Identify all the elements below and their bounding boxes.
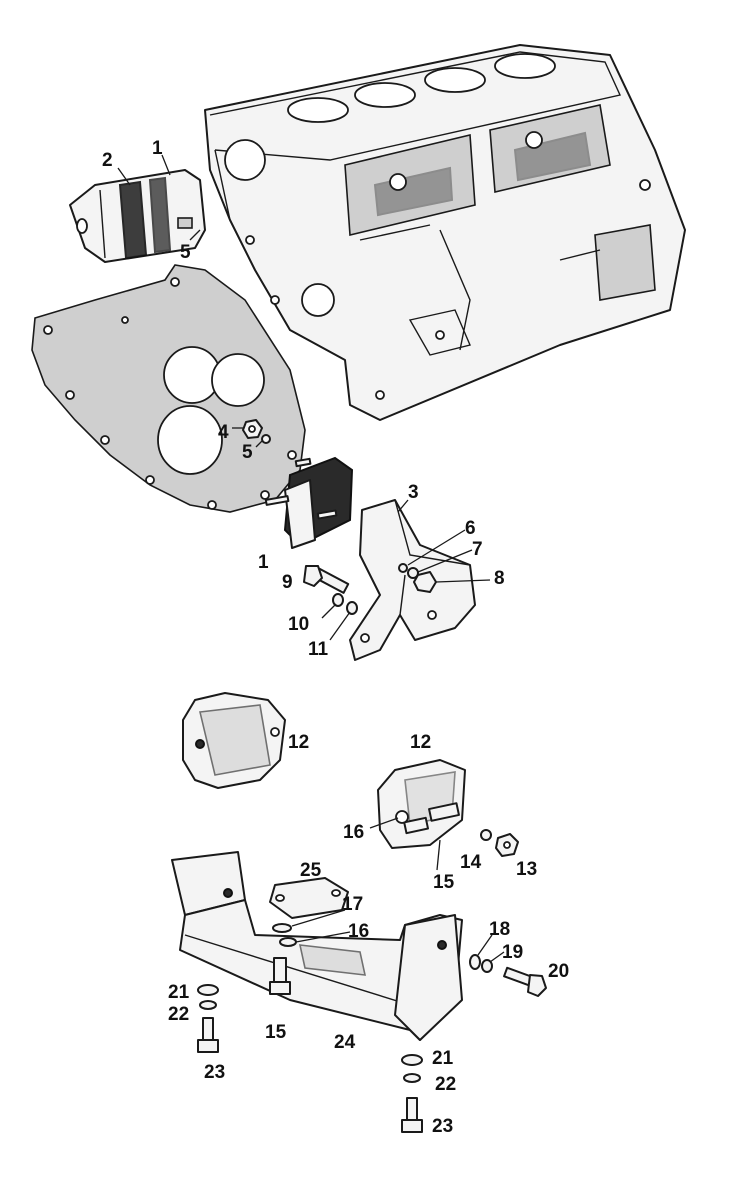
callout-14: 14 [460,852,482,873]
callout-6: 6 [465,518,476,539]
callout-11: 11 [308,639,329,660]
callout-21a: 21 [168,982,190,1003]
callout-2: 2 [102,150,113,171]
engine-front-plate [31,264,306,513]
callout-13: 13 [516,859,537,880]
callout-25: 25 [300,860,322,881]
callout-5b: 5 [242,442,253,463]
side-fixings [469,954,547,997]
callout-1b: 1 [258,552,269,573]
callout-15a: 15 [433,872,455,893]
callout-23a: 23 [204,1062,225,1083]
callout-23b: 23 [432,1116,453,1137]
engine-block [204,44,686,421]
callout-16a: 16 [343,822,364,843]
rubber-mount-plate [182,692,286,789]
nut-and-washer [242,419,271,444]
rubber-mounting [377,759,519,857]
callout-22b: 22 [435,1074,456,1095]
callout-10: 10 [288,614,309,635]
callout-20: 20 [548,961,569,982]
right-fixings [401,1054,423,1133]
front-mounting-rubber [69,169,206,263]
callout-15b: 15 [265,1022,287,1043]
callout-22a: 22 [168,1004,189,1025]
mounting-bracket [303,499,476,661]
callout-labels: 1 2 5 4 5 3 6 7 8 1 9 10 11 12 12 16 14 … [102,138,569,1137]
callout-24: 24 [334,1032,356,1053]
callout-19: 19 [502,942,523,963]
leader-lines [117,154,505,963]
left-fixings [197,984,219,1053]
callout-8: 8 [494,568,505,589]
callout-16b: 16 [348,921,369,942]
callout-21b: 21 [432,1048,454,1069]
callout-5a: 5 [180,242,191,263]
callout-12a: 12 [288,732,309,753]
crossmember [171,851,463,1041]
callout-3: 3 [408,482,419,503]
callout-1a: 1 [152,138,163,159]
mounting-block [264,456,354,549]
callout-7: 7 [472,539,483,560]
callout-18: 18 [489,919,510,940]
callout-17: 17 [342,894,363,915]
callout-12b: 12 [410,732,431,753]
callout-9: 9 [282,572,293,593]
callout-4: 4 [218,422,229,443]
